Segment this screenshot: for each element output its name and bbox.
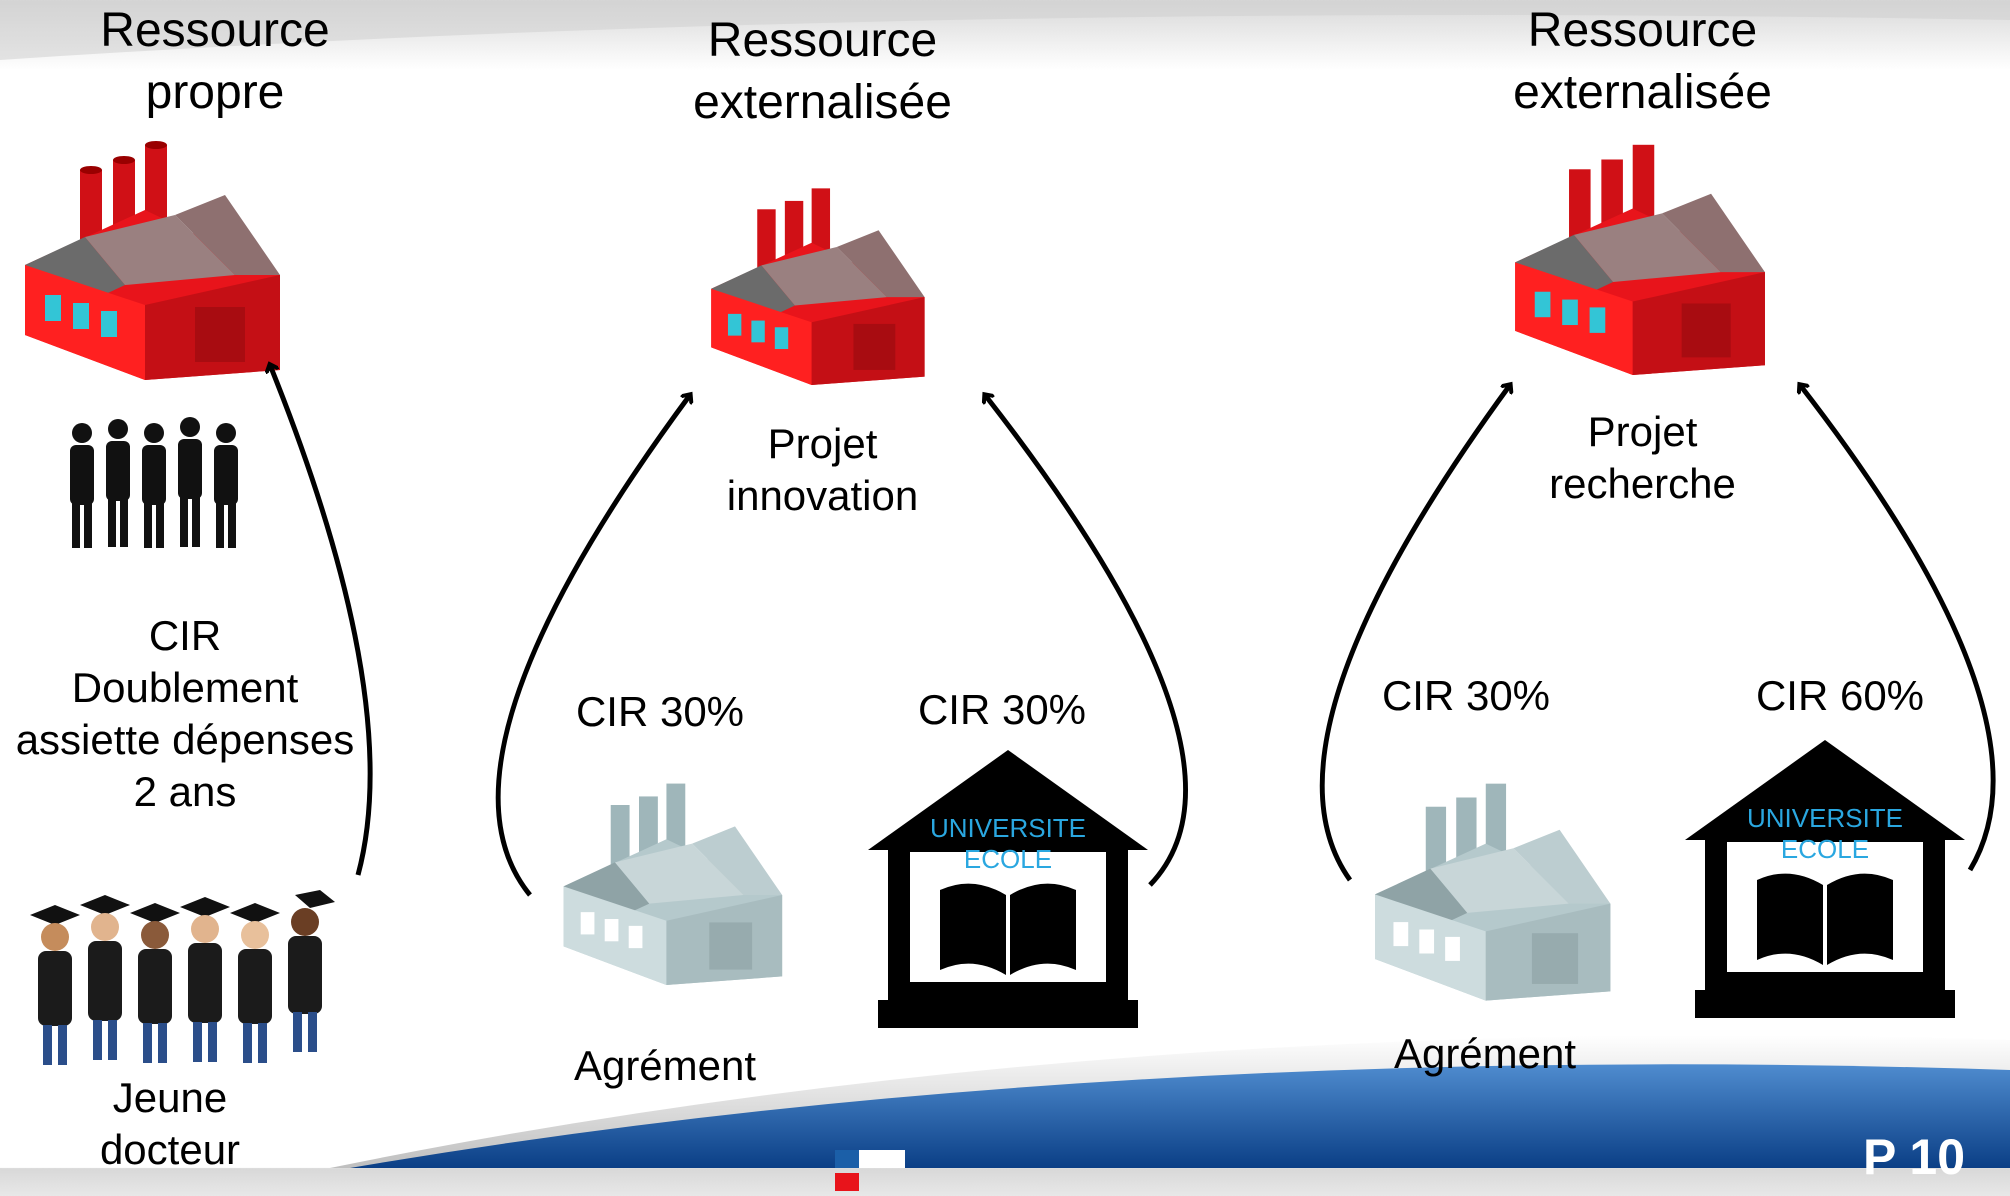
col1-bottom-line2: docteur — [99, 1126, 241, 1173]
col2-university-text: UNIVERSITE ECOLE — [898, 813, 1118, 875]
col2-project-line2: innovation — [726, 472, 919, 519]
col3-heading-line1: Ressource — [1527, 4, 1758, 57]
col3-left-cir: CIR 30% — [1381, 672, 1551, 719]
col1-cir-line4: 2 ans — [133, 768, 237, 815]
red-factory-icon — [25, 141, 280, 380]
col3-univ-line1: UNIVERSITE — [1746, 803, 1904, 833]
col3-project-line1: Projet — [1587, 408, 1698, 455]
university-icon — [868, 750, 1148, 1028]
col1-heading-line2: propre — [145, 66, 285, 119]
background-decoration — [0, 0, 2010, 1168]
col1-bottom-line1: Jeune — [112, 1074, 228, 1121]
col2-project-line1: Projet — [767, 420, 878, 467]
col3-agrement-label: Agrément — [1393, 1030, 1577, 1077]
col3-heading: Ressource externalisée — [1480, 0, 1805, 124]
col2-right-cir: CIR 30% — [917, 686, 1087, 733]
col1-cir-text: CIR Doublement assiette dépenses 2 ans — [0, 610, 370, 818]
red-factory-icon — [1515, 144, 1765, 375]
col3-project-line2: recherche — [1549, 460, 1736, 507]
col3-university-text: UNIVERSITE ECOLE — [1715, 803, 1935, 865]
col3-right-cir: CIR 60% — [1755, 672, 1925, 719]
col3-univ-line2: ECOLE — [1780, 834, 1870, 864]
page-number: P 10 — [1863, 1129, 1965, 1185]
col1-cir-line2: Doublement — [71, 664, 299, 711]
graduates-icon — [30, 890, 335, 1065]
grey-factory-icon — [563, 783, 783, 985]
col2-project-label: Projet innovation — [700, 418, 945, 522]
col1-cir-line1: CIR — [148, 612, 222, 659]
col2-agrement-label: Agrément — [573, 1042, 757, 1089]
col2-univ-line2: ECOLE — [963, 844, 1053, 874]
university-icon — [1685, 740, 1965, 1018]
col3-heading-line2: externalisée — [1513, 66, 1772, 119]
col2-heading-line2: externalisée — [693, 76, 952, 129]
col2-heading-line1: Ressource — [707, 14, 938, 67]
col1-bottom-label: Jeune docteur — [20, 1072, 320, 1176]
col2-univ-line1: UNIVERSITE — [929, 813, 1087, 843]
col1-cir-line3: assiette dépenses — [15, 716, 355, 763]
col1-heading-line1: Ressource — [100, 4, 330, 57]
col2-heading: Ressource externalisée — [650, 10, 995, 134]
footer-logo — [835, 1150, 905, 1191]
col2-left-cir: CIR 30% — [575, 688, 745, 735]
red-factory-icon — [711, 188, 925, 385]
col3-project-label: Projet recherche — [1525, 406, 1760, 510]
col1-heading: Ressource propre — [60, 0, 370, 124]
grey-factory-icon — [1375, 783, 1611, 1001]
employees-icon — [70, 417, 238, 548]
